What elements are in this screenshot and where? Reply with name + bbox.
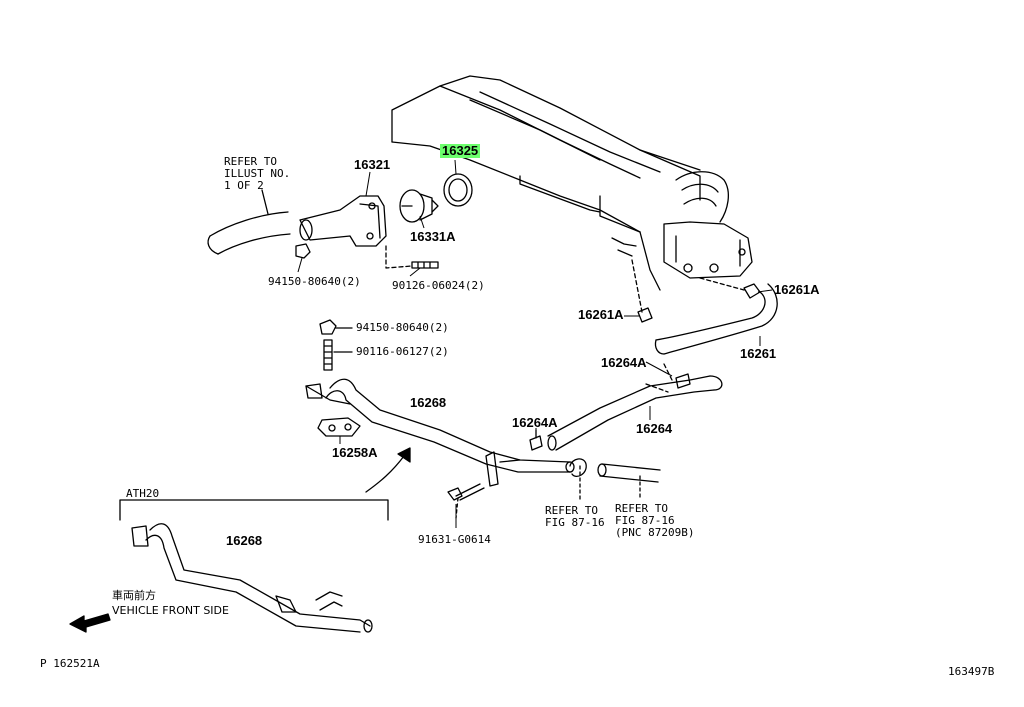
bolt-91631 xyxy=(447,483,485,519)
water-pipe-16268-upper xyxy=(305,378,575,487)
thermostat-16331A xyxy=(399,189,439,223)
engine-head-outline xyxy=(391,75,701,291)
callout-16321[interactable]: 16321 xyxy=(354,157,391,172)
callout-16258A[interactable]: 16258A xyxy=(332,445,378,460)
hose-ends xyxy=(569,458,661,501)
gasket-16325 xyxy=(443,173,473,207)
callout-16264A-upper[interactable]: 16264A xyxy=(601,355,647,370)
callout-16331A[interactable]: 16331A xyxy=(410,229,456,244)
flange-16258A xyxy=(317,417,361,437)
callout-16261A-left[interactable]: 16261A xyxy=(578,307,624,322)
callout-16264A-lower[interactable]: 16264A xyxy=(512,415,558,430)
refer-illust-note: REFER TO ILLUST NO. 1 OF 2 xyxy=(224,155,291,192)
ath20-frame xyxy=(119,499,389,521)
page-ref: P 162521A xyxy=(40,657,100,670)
callout-94150-b[interactable]: 94150-80640(2) xyxy=(356,321,449,334)
callout-16268-upper[interactable]: 16268 xyxy=(410,395,447,410)
callout-94150-a[interactable]: 94150-80640(2) xyxy=(268,275,361,288)
water-outlet-16321 xyxy=(299,195,387,247)
illustration-number: 163497B xyxy=(948,665,995,678)
variant-arrow xyxy=(365,447,411,493)
callout-16261[interactable]: 16261 xyxy=(740,346,777,361)
hose-16264 xyxy=(547,363,723,451)
callout-16325-highlighted[interactable]: 16325 xyxy=(440,143,481,158)
callout-90126[interactable]: 90126-06024(2) xyxy=(392,279,485,292)
top-fasteners xyxy=(295,243,439,269)
front-en-label: VEHICLE FRONT SIDE xyxy=(112,604,229,617)
pipe-fasteners xyxy=(319,319,353,371)
callout-16268-lower[interactable]: 16268 xyxy=(226,533,263,548)
callout-16261A-right[interactable]: 16261A xyxy=(774,282,820,297)
front-arrow-icon xyxy=(69,613,111,633)
water-pipe-16268-lower xyxy=(131,523,373,633)
refer-fig-note-a: REFER TO FIG 87-16 xyxy=(545,504,605,529)
callout-16264[interactable]: 16264 xyxy=(636,421,673,436)
throttle-body xyxy=(663,171,753,279)
radiator-hose-ref xyxy=(207,189,291,255)
callout-91631[interactable]: 91631-G0614 xyxy=(418,533,491,546)
front-jp-label: 車両前方 xyxy=(112,589,156,602)
refer-fig-note-b: REFER TO FIG 87-16 (PNC 87209B) xyxy=(615,502,695,539)
callout-90116[interactable]: 90116-06127(2) xyxy=(356,345,449,358)
variant-label: ATH20 xyxy=(126,487,160,500)
